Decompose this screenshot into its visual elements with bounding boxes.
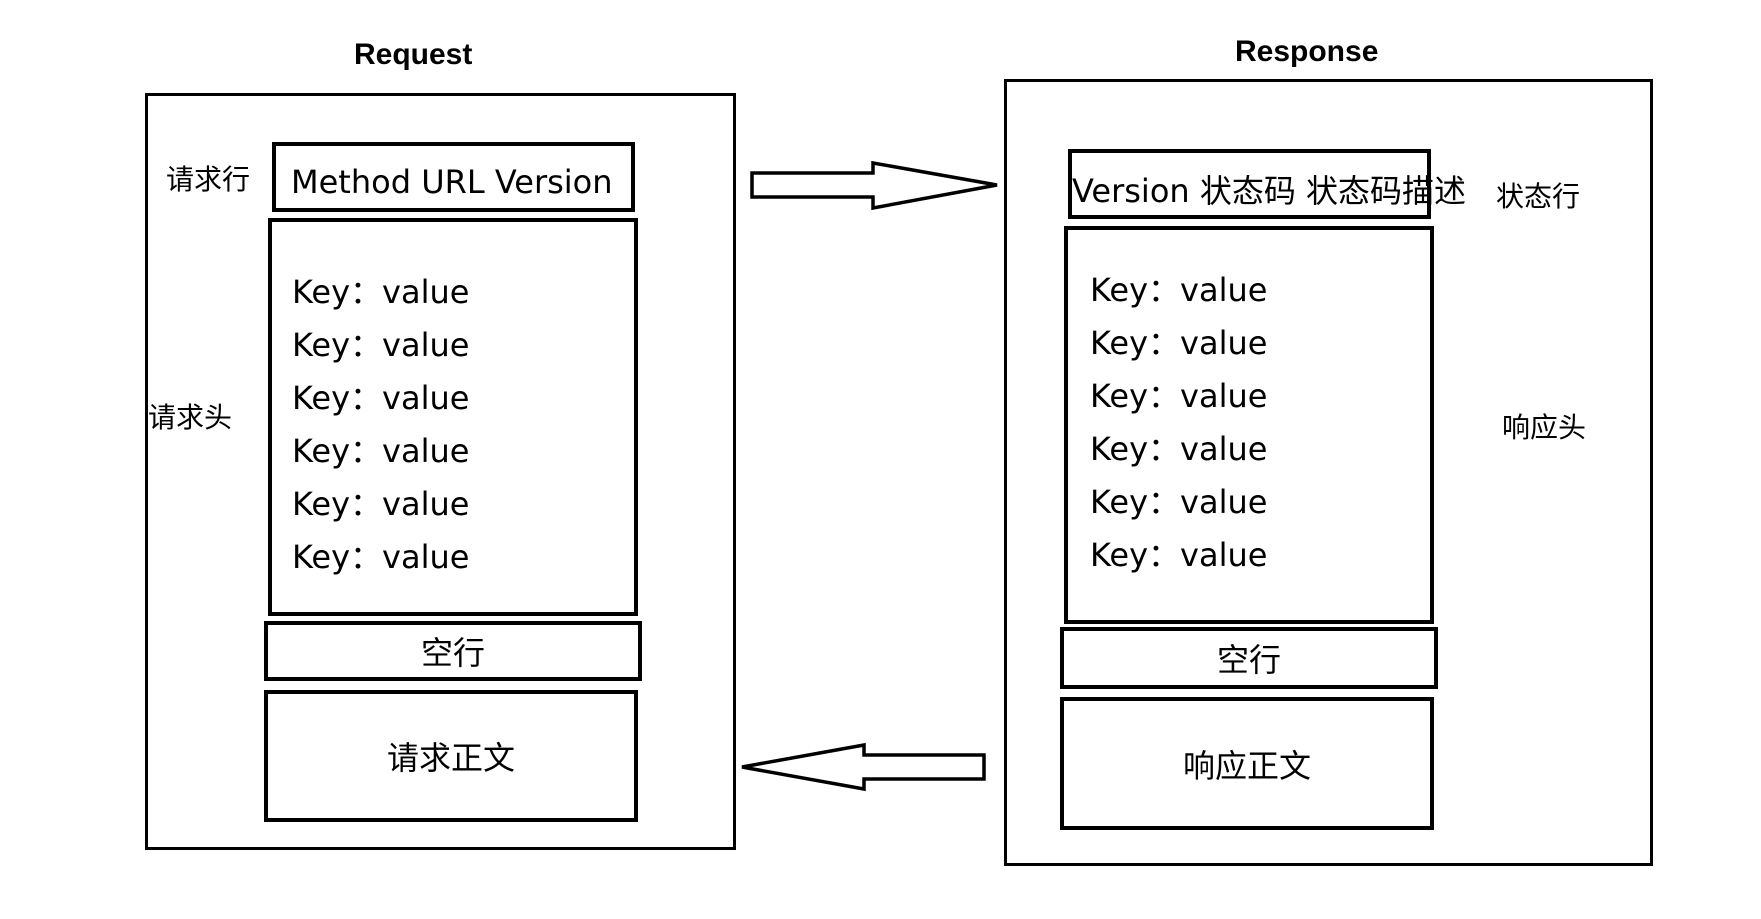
response-headers-list: Key：value Key：value Key：value Key：value … xyxy=(1090,264,1267,582)
response-header-row: Key：value xyxy=(1090,271,1268,309)
request-blank-line-box: 空行 xyxy=(264,621,642,681)
status-line-text: Version 状态码 状态码描述 xyxy=(1072,172,1467,210)
response-headers-box: Key：value Key：value Key：value Key：value … xyxy=(1064,226,1434,624)
response-header-row: Key：value xyxy=(1090,430,1268,468)
response-header-row: Key：value xyxy=(1090,377,1268,415)
response-header-row: Key：value xyxy=(1090,483,1268,521)
request-headers-list: Key：value Key：value Key：value Key：value … xyxy=(292,266,469,584)
status-line-box: Version 状态码 状态码描述 xyxy=(1068,149,1466,219)
response-blank-line-text: 空行 xyxy=(1216,641,1281,679)
response-header-row: Key：value xyxy=(1090,536,1268,574)
status-line-label: 状态行 xyxy=(1496,180,1581,213)
request-header-row: Key：value xyxy=(292,326,470,364)
request-header-row: Key：value xyxy=(292,538,470,576)
response-headers-label: 响应头 xyxy=(1502,411,1587,444)
response-header-row: Key：value xyxy=(1090,324,1268,362)
request-header-row: Key：value xyxy=(292,432,470,470)
request-line-text: Method URL Version xyxy=(291,163,613,201)
request-header-row: Key：value xyxy=(292,273,470,311)
request-header-row: Key：value xyxy=(292,379,470,417)
response-panel xyxy=(1004,79,1653,866)
response-title: Response xyxy=(1235,35,1379,68)
request-title: Request xyxy=(354,38,473,71)
request-blank-line-text: 空行 xyxy=(420,634,485,672)
request-header-row: Key：value xyxy=(292,485,470,523)
response-blank-line-box: 空行 xyxy=(1060,627,1438,689)
request-line-label: 请求行 xyxy=(166,163,251,196)
request-headers-label: 请求头 xyxy=(148,401,233,434)
request-headers-box: Key：value Key：value Key：value Key：value … xyxy=(268,218,638,616)
request-panel xyxy=(145,93,736,850)
response-body-box: 响应正文 xyxy=(1060,697,1434,830)
request-line-box: Method URL Version xyxy=(272,142,635,212)
response-body-text: 响应正文 xyxy=(1182,746,1311,785)
request-body-text: 请求正文 xyxy=(386,739,515,777)
request-body-box: 请求正文 xyxy=(264,690,638,822)
